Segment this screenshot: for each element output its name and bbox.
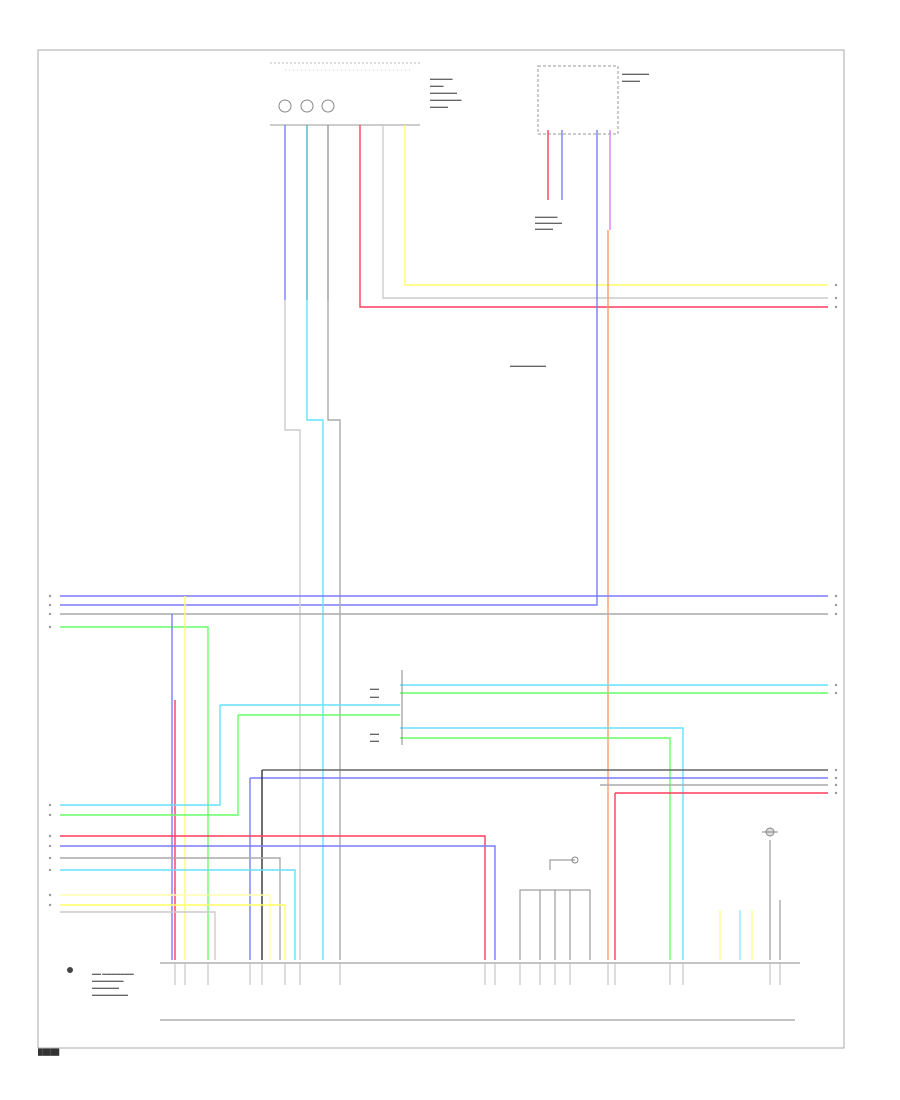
svg-text:▬▬: ▬▬ xyxy=(370,738,380,743)
bottom-module: ▬▬ ▬▬▬▬▬▬▬▬▬▬▬▬▬▬ ▬▬▬▬▬▬▬▬▬▬▬▬▬▬ xyxy=(67,962,800,1021)
wire-cyan-right xyxy=(400,727,684,960)
pin-ticks xyxy=(174,963,781,985)
svg-text:▬▬▬▬▬▬▬▬: ▬▬▬▬▬▬▬▬ xyxy=(510,363,547,368)
svg-text:▬▬▬▬▬▬: ▬▬▬▬▬▬ xyxy=(535,220,563,225)
wire-red-top xyxy=(359,125,828,308)
wire-green-mid xyxy=(60,714,400,816)
wire-cyan-down xyxy=(306,300,324,960)
wire-red-lr xyxy=(614,792,828,960)
svg-text:▬▬ ▬▬▬▬▬▬▬: ▬▬ ▬▬▬▬▬▬▬ xyxy=(92,971,134,976)
wire-gray-down xyxy=(327,300,341,960)
svg-text:▬▬▬▬▬▬: ▬▬▬▬▬▬ xyxy=(430,90,458,95)
svg-text:▬▬: ▬▬ xyxy=(370,686,380,691)
wire-group-middle xyxy=(60,595,828,960)
wire-green-h3 xyxy=(60,626,209,960)
wire-group-lower xyxy=(60,769,828,960)
svg-text:▬▬▬▬▬▬▬: ▬▬▬▬▬▬▬ xyxy=(92,978,124,983)
wire-group-top xyxy=(60,125,828,960)
diagram-frame xyxy=(37,49,845,1049)
top-center-connector: ▬▬▬▬▬▬▬▬ ▬▬▬▬▬▬▬▬▬▬▬▬▬ ▬▬▬▬ xyxy=(270,62,462,126)
svg-text:▬▬▬▬▬▬: ▬▬▬▬▬▬ xyxy=(622,71,650,76)
edge-markers xyxy=(48,283,838,907)
wire-blue-long xyxy=(60,130,598,606)
svg-text:▬▬▬▬: ▬▬▬▬ xyxy=(622,78,641,83)
svg-text:▬▬▬▬: ▬▬▬▬ xyxy=(535,226,554,231)
middle-connector: ▬▬ ▬▬ ▬▬ ▬▬ xyxy=(370,670,403,745)
wire-yellow-left xyxy=(60,894,271,960)
svg-text:▬▬▬▬▬▬▬▬: ▬▬▬▬▬▬▬▬ xyxy=(92,992,129,997)
svg-text:▬▬: ▬▬ xyxy=(370,731,380,736)
top-right-component: ▬▬▬▬▬▬▬▬▬▬ ▬▬▬▬▬▬▬▬▬▬▬▬▬▬▬ xyxy=(535,65,650,231)
wire-white-down xyxy=(284,300,301,960)
page-id: █████ xyxy=(38,1050,60,1056)
svg-text:▬▬▬▬▬: ▬▬▬▬▬ xyxy=(535,214,558,219)
svg-text:▬▬: ▬▬ xyxy=(370,694,380,699)
svg-text:▬▬▬: ▬▬▬ xyxy=(430,83,444,88)
svg-text:▬▬▬▬: ▬▬▬▬ xyxy=(430,104,449,109)
svg-text:▬▬▬▬▬▬▬: ▬▬▬▬▬▬▬ xyxy=(430,97,462,102)
wire-yellow-top xyxy=(404,125,828,286)
wire-green-right xyxy=(400,737,671,960)
wire-cyan-mid xyxy=(60,704,400,806)
wire-white-left xyxy=(60,911,216,960)
wire-lightyellow-left xyxy=(60,904,286,960)
svg-text:▬▬▬▬▬▬: ▬▬▬▬▬▬ xyxy=(92,985,120,990)
wire-gray-left xyxy=(60,857,281,960)
wire-white-top xyxy=(382,125,828,299)
wire-cyan-left xyxy=(60,869,296,960)
bottom-right-symbols xyxy=(519,827,781,960)
wire-red-left xyxy=(60,835,486,960)
svg-text:▬▬▬▬▬: ▬▬▬▬▬ xyxy=(430,76,453,81)
wire-blue-left xyxy=(60,845,496,960)
